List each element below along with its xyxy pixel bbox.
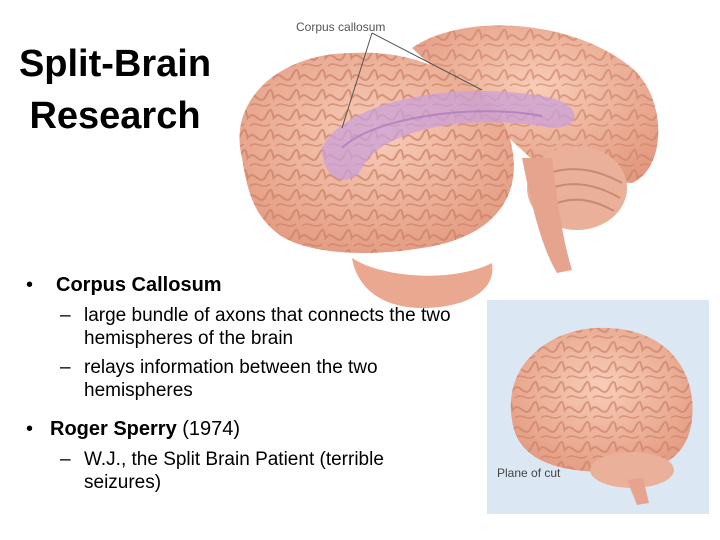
brain-sagittal-illustration (239, 25, 659, 308)
sub-bullet: – relays information between the two hem… (26, 356, 456, 402)
sub-bullet-text: W.J., the Split Brain Patient (terrible … (84, 449, 384, 493)
bullet-corpus-callosum: • Corpus Callosum (26, 270, 456, 300)
bullet-marker: • (26, 418, 34, 440)
plane-of-cut-label: Plane of cut (497, 466, 561, 480)
sub-bullet-marker: – (60, 449, 71, 470)
sub-bullet: – W.J., the Split Brain Patient (terribl… (26, 448, 456, 494)
corpus-callosum (322, 91, 575, 180)
sub-bullet-text: large bundle of axons that connects the … (84, 305, 451, 349)
sub-bullet-marker: – (60, 357, 71, 378)
sub-bullet: – large bundle of axons that connects th… (26, 304, 456, 350)
bullet-heading-suffix: (1974) (176, 418, 241, 440)
slide-title: Split-Brain Research (18, 43, 212, 137)
callout-line (341, 32, 373, 129)
inset-figure: Plane of cut (487, 300, 709, 514)
bullet-heading: Roger Sperry (50, 418, 177, 440)
bullet-heading: Corpus Callosum (56, 274, 222, 296)
bullet-marker: • (26, 274, 34, 296)
brain-lateral-illustration (510, 327, 693, 505)
sub-bullet-text: relays information between the two hemis… (84, 357, 378, 401)
sub-bullet-marker: – (60, 305, 71, 326)
brain-stem (522, 158, 572, 273)
bullet-roger-sperry: • Roger Sperry (1974) (26, 414, 456, 444)
bullet-list: • Corpus Callosum – large bundle of axon… (26, 270, 456, 500)
corpus-callosum-label: Corpus callosum (296, 20, 386, 34)
